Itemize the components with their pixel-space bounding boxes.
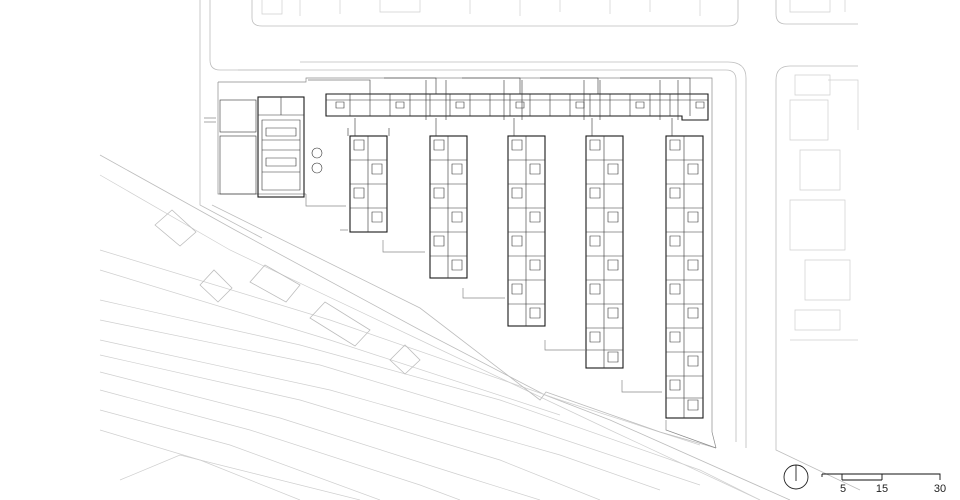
wing-1 (347, 118, 390, 233)
parking-annex (219, 96, 323, 198)
urban-context (99, 0, 861, 500)
site-boundary (204, 77, 717, 449)
scale-label-15: 15 (876, 483, 888, 495)
north-arrow-icon (783, 464, 809, 490)
scale-label-30: 30 (934, 483, 946, 495)
main-block-bar (308, 77, 709, 121)
scale-label-5: 5 (840, 483, 846, 495)
wing-2 (429, 118, 468, 279)
wing-4 (585, 118, 624, 369)
wing-3 (507, 118, 546, 327)
scale-bar: 5 15 30 (821, 473, 946, 495)
wing-5 (665, 118, 704, 419)
